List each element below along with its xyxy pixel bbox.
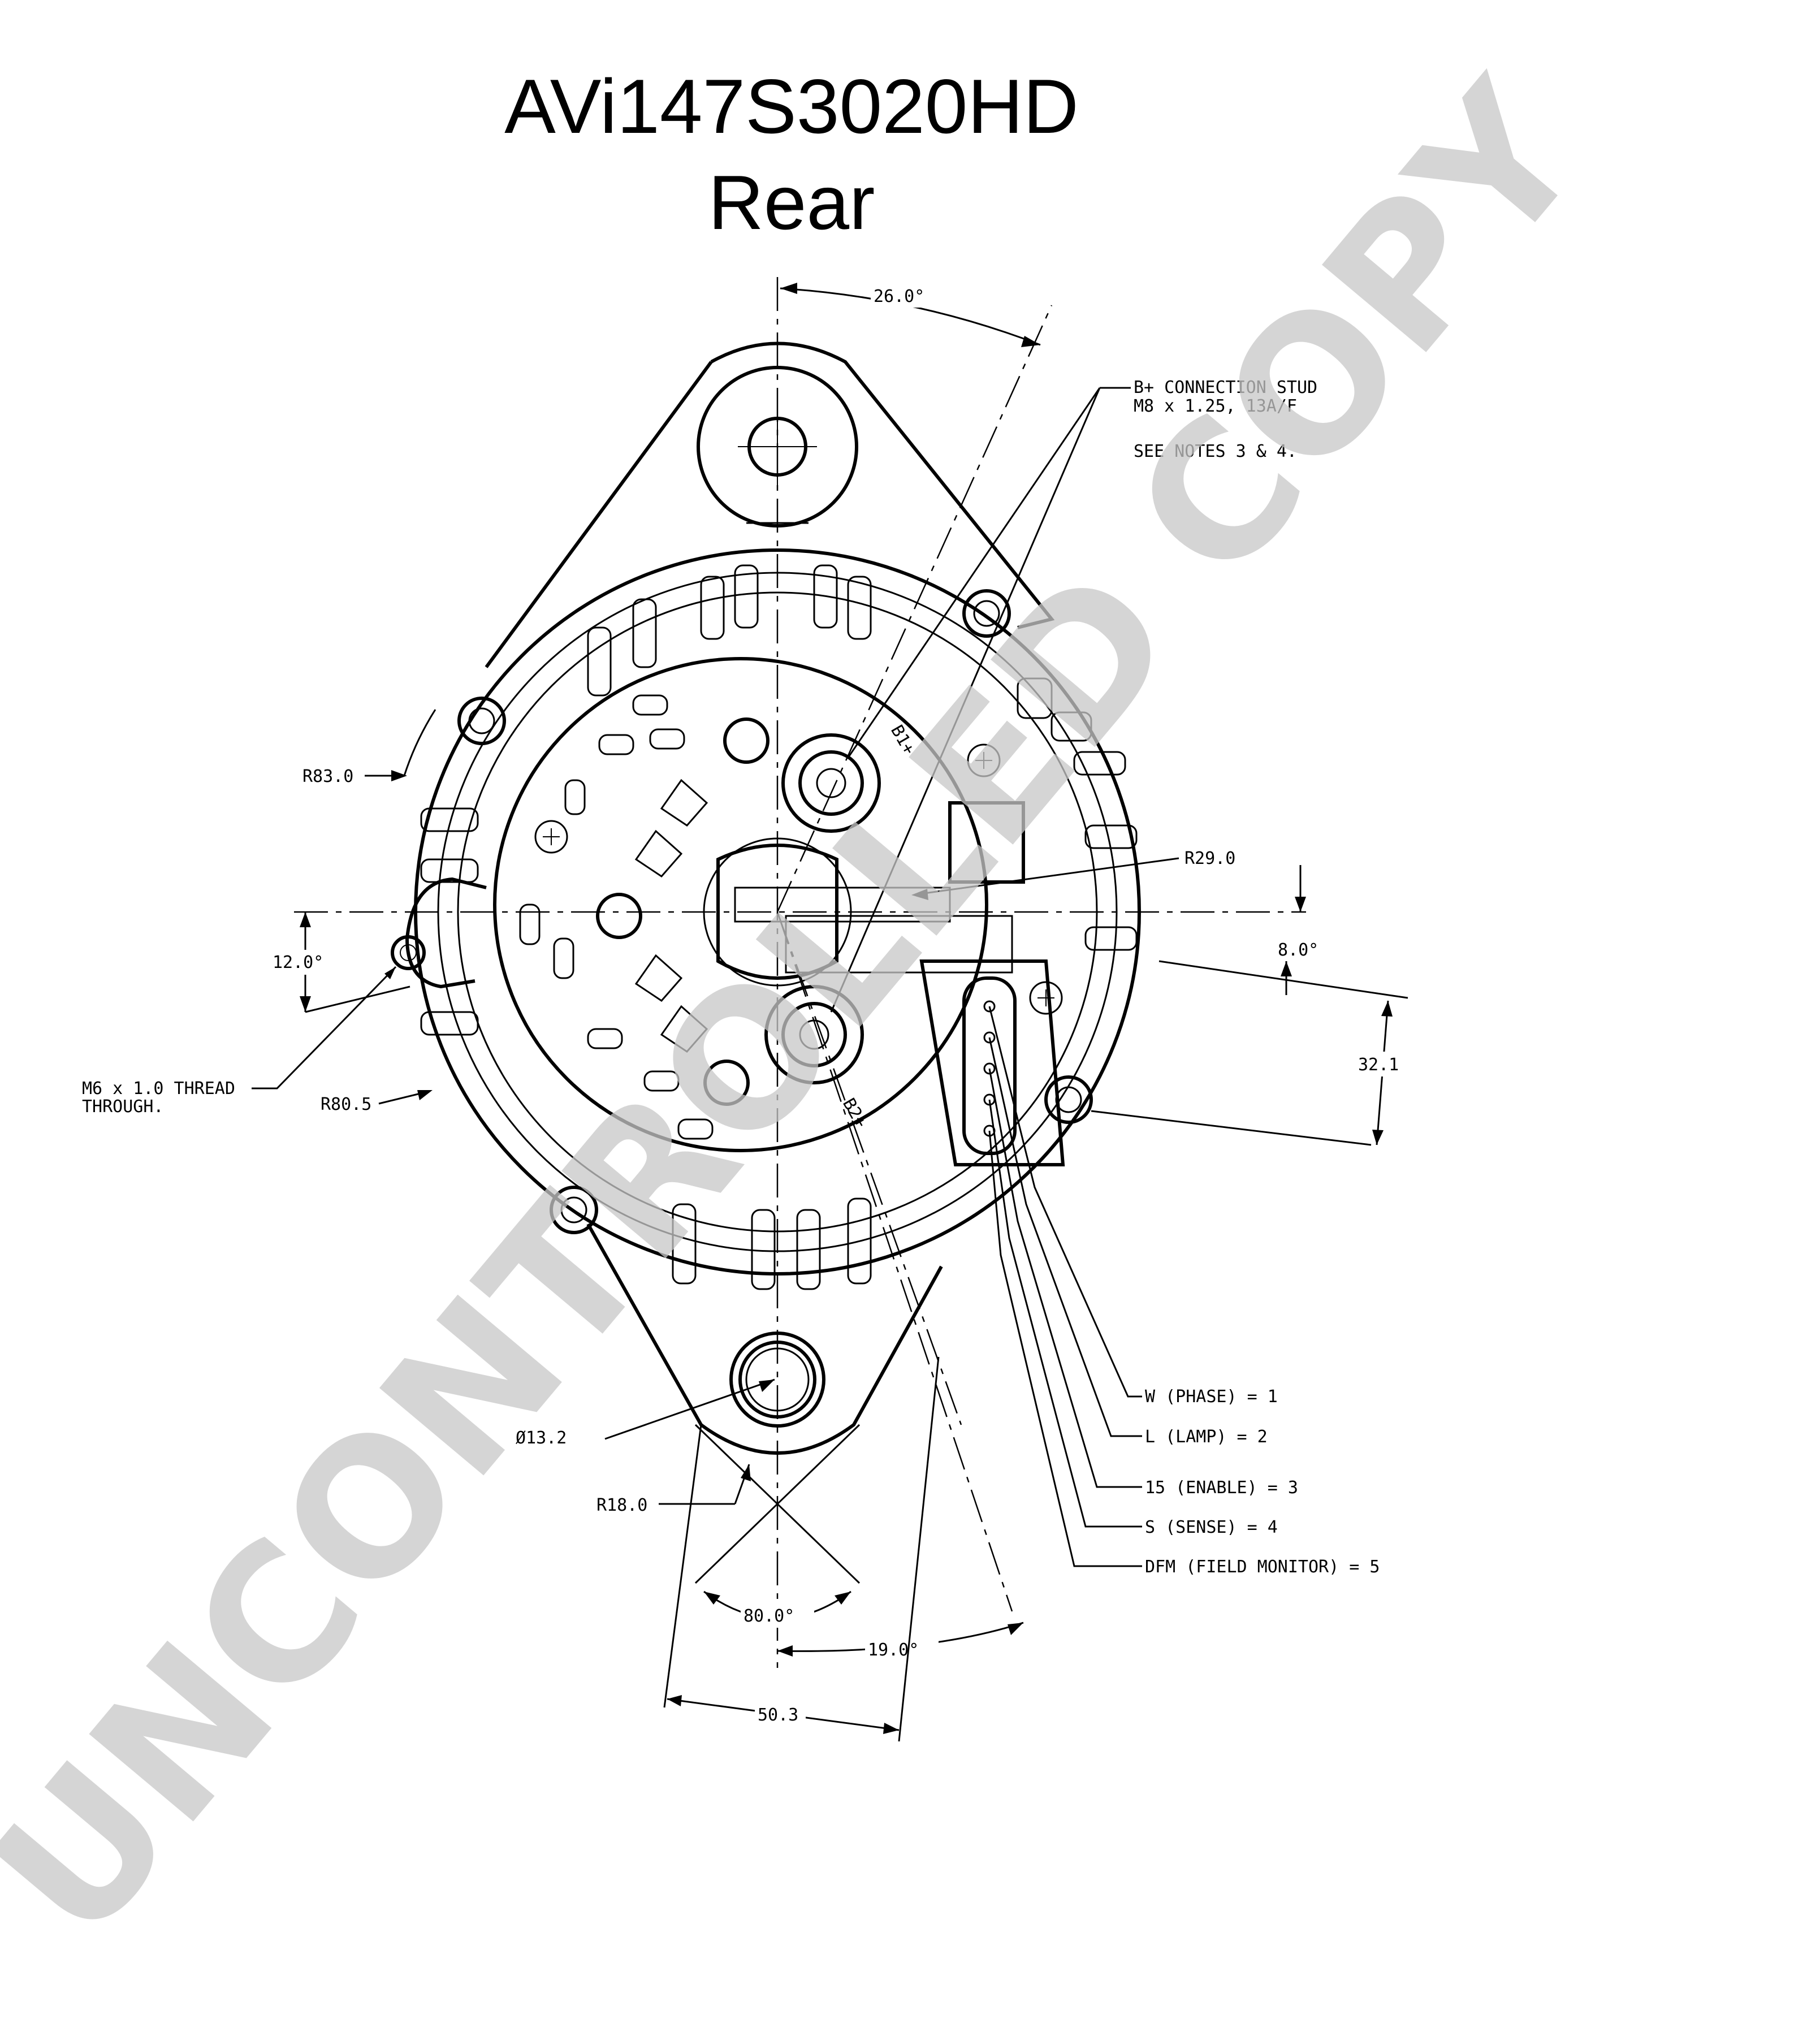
dist-32-1-label: 32.1	[1358, 1055, 1399, 1075]
angle-19-label: 19.0°	[868, 1640, 919, 1660]
dim-12deg: 12.0°	[270, 912, 410, 1013]
angle-right-label: 8.0°	[1278, 940, 1318, 960]
bottom-mount-ear	[586, 1223, 943, 1455]
dim-b-stud-callout: B+ CONNECTION STUD M8 x 1.25, 13A/F SEE …	[830, 378, 1317, 1013]
pin-leaders	[988, 1006, 1142, 1567]
b1-terminal	[781, 733, 881, 833]
b-stud-line1: B+ CONNECTION STUD	[1134, 378, 1317, 397]
dim-19deg: 19.0°	[777, 1622, 1024, 1662]
pin-housing	[962, 976, 1017, 1155]
rectifier-plate	[493, 657, 988, 1152]
pin-3-label: 15 (ENABLE) = 3	[1145, 1478, 1298, 1498]
dim-50-3: 50.3	[663, 1356, 940, 1742]
top-mount-ear	[710, 341, 1055, 629]
m6-callout-line2: THROUGH.	[82, 1097, 164, 1117]
brush-holder	[716, 844, 838, 980]
bottom-mount-boss	[729, 1331, 825, 1428]
angle-left-label: 12.0°	[273, 953, 323, 972]
centerline-26deg	[776, 305, 1053, 913]
drawing-title: AVi147S3020HD	[504, 63, 1079, 149]
housing	[391, 341, 1141, 1455]
b2-terminal	[764, 985, 864, 1084]
b-stud-line3: SEE NOTES 3 & 4.	[1134, 442, 1297, 461]
housing-outer	[414, 548, 1141, 1276]
dim-r80-5: R80.5	[321, 1090, 433, 1114]
dim-dia-13-2: Ø13.2	[516, 1378, 775, 1448]
centerlines	[294, 277, 1306, 1668]
regulator-connector	[919, 801, 1065, 1166]
uncontrolled-copy-watermark: UNCONTROLLED COPY	[0, 44, 1625, 1979]
drawing-subtitle: Rear	[708, 159, 875, 245]
dim-80deg: 80.0°	[694, 1424, 861, 1628]
r29-label: R29.0	[1184, 849, 1235, 868]
dim-r83: R83.0	[302, 709, 436, 786]
dim-r18: R18.0	[596, 1464, 751, 1515]
b-stud-line2: M8 x 1.25, 13A/F	[1134, 396, 1297, 416]
dim-8deg: 8.0°	[1158, 865, 1408, 999]
dim-32-1: 32.1	[1091, 1000, 1402, 1146]
m6-thread-hole	[391, 935, 426, 970]
angle-top-label: 26.0°	[874, 287, 924, 306]
through-bolts	[457, 589, 1093, 1234]
angle-80-label: 80.0°	[743, 1606, 794, 1626]
pin-2-label: L (LAMP) = 2	[1145, 1427, 1268, 1447]
pin-1-label: W (PHASE) = 1	[1145, 1387, 1278, 1407]
pin-5-label: DFM (FIELD MONITOR) = 5	[1145, 1557, 1380, 1577]
plate-slots	[519, 694, 714, 1140]
cooling-slots	[420, 564, 1138, 1290]
r80-5-label: R80.5	[321, 1095, 371, 1114]
r83-label: R83.0	[302, 767, 353, 786]
pin-4-label: S (SENSE) = 4	[1145, 1518, 1278, 1537]
dist-50-3-label: 50.3	[758, 1705, 798, 1725]
dim-26deg: 26.0°	[780, 283, 1041, 347]
pin-labels: W (PHASE) = 1 L (LAMP) = 2 15 (ENABLE) =…	[1145, 1387, 1380, 1577]
r18-label: R18.0	[596, 1495, 647, 1515]
top-mount-boss	[697, 366, 858, 528]
dim-r29: R29.0	[911, 849, 1235, 900]
dia-13-2-label: Ø13.2	[516, 1428, 567, 1448]
m6-callout-line1: M6 x 1.0 THREAD	[82, 1079, 235, 1099]
dim-m6-callout: M6 x 1.0 THREAD THROUGH.	[82, 966, 397, 1117]
